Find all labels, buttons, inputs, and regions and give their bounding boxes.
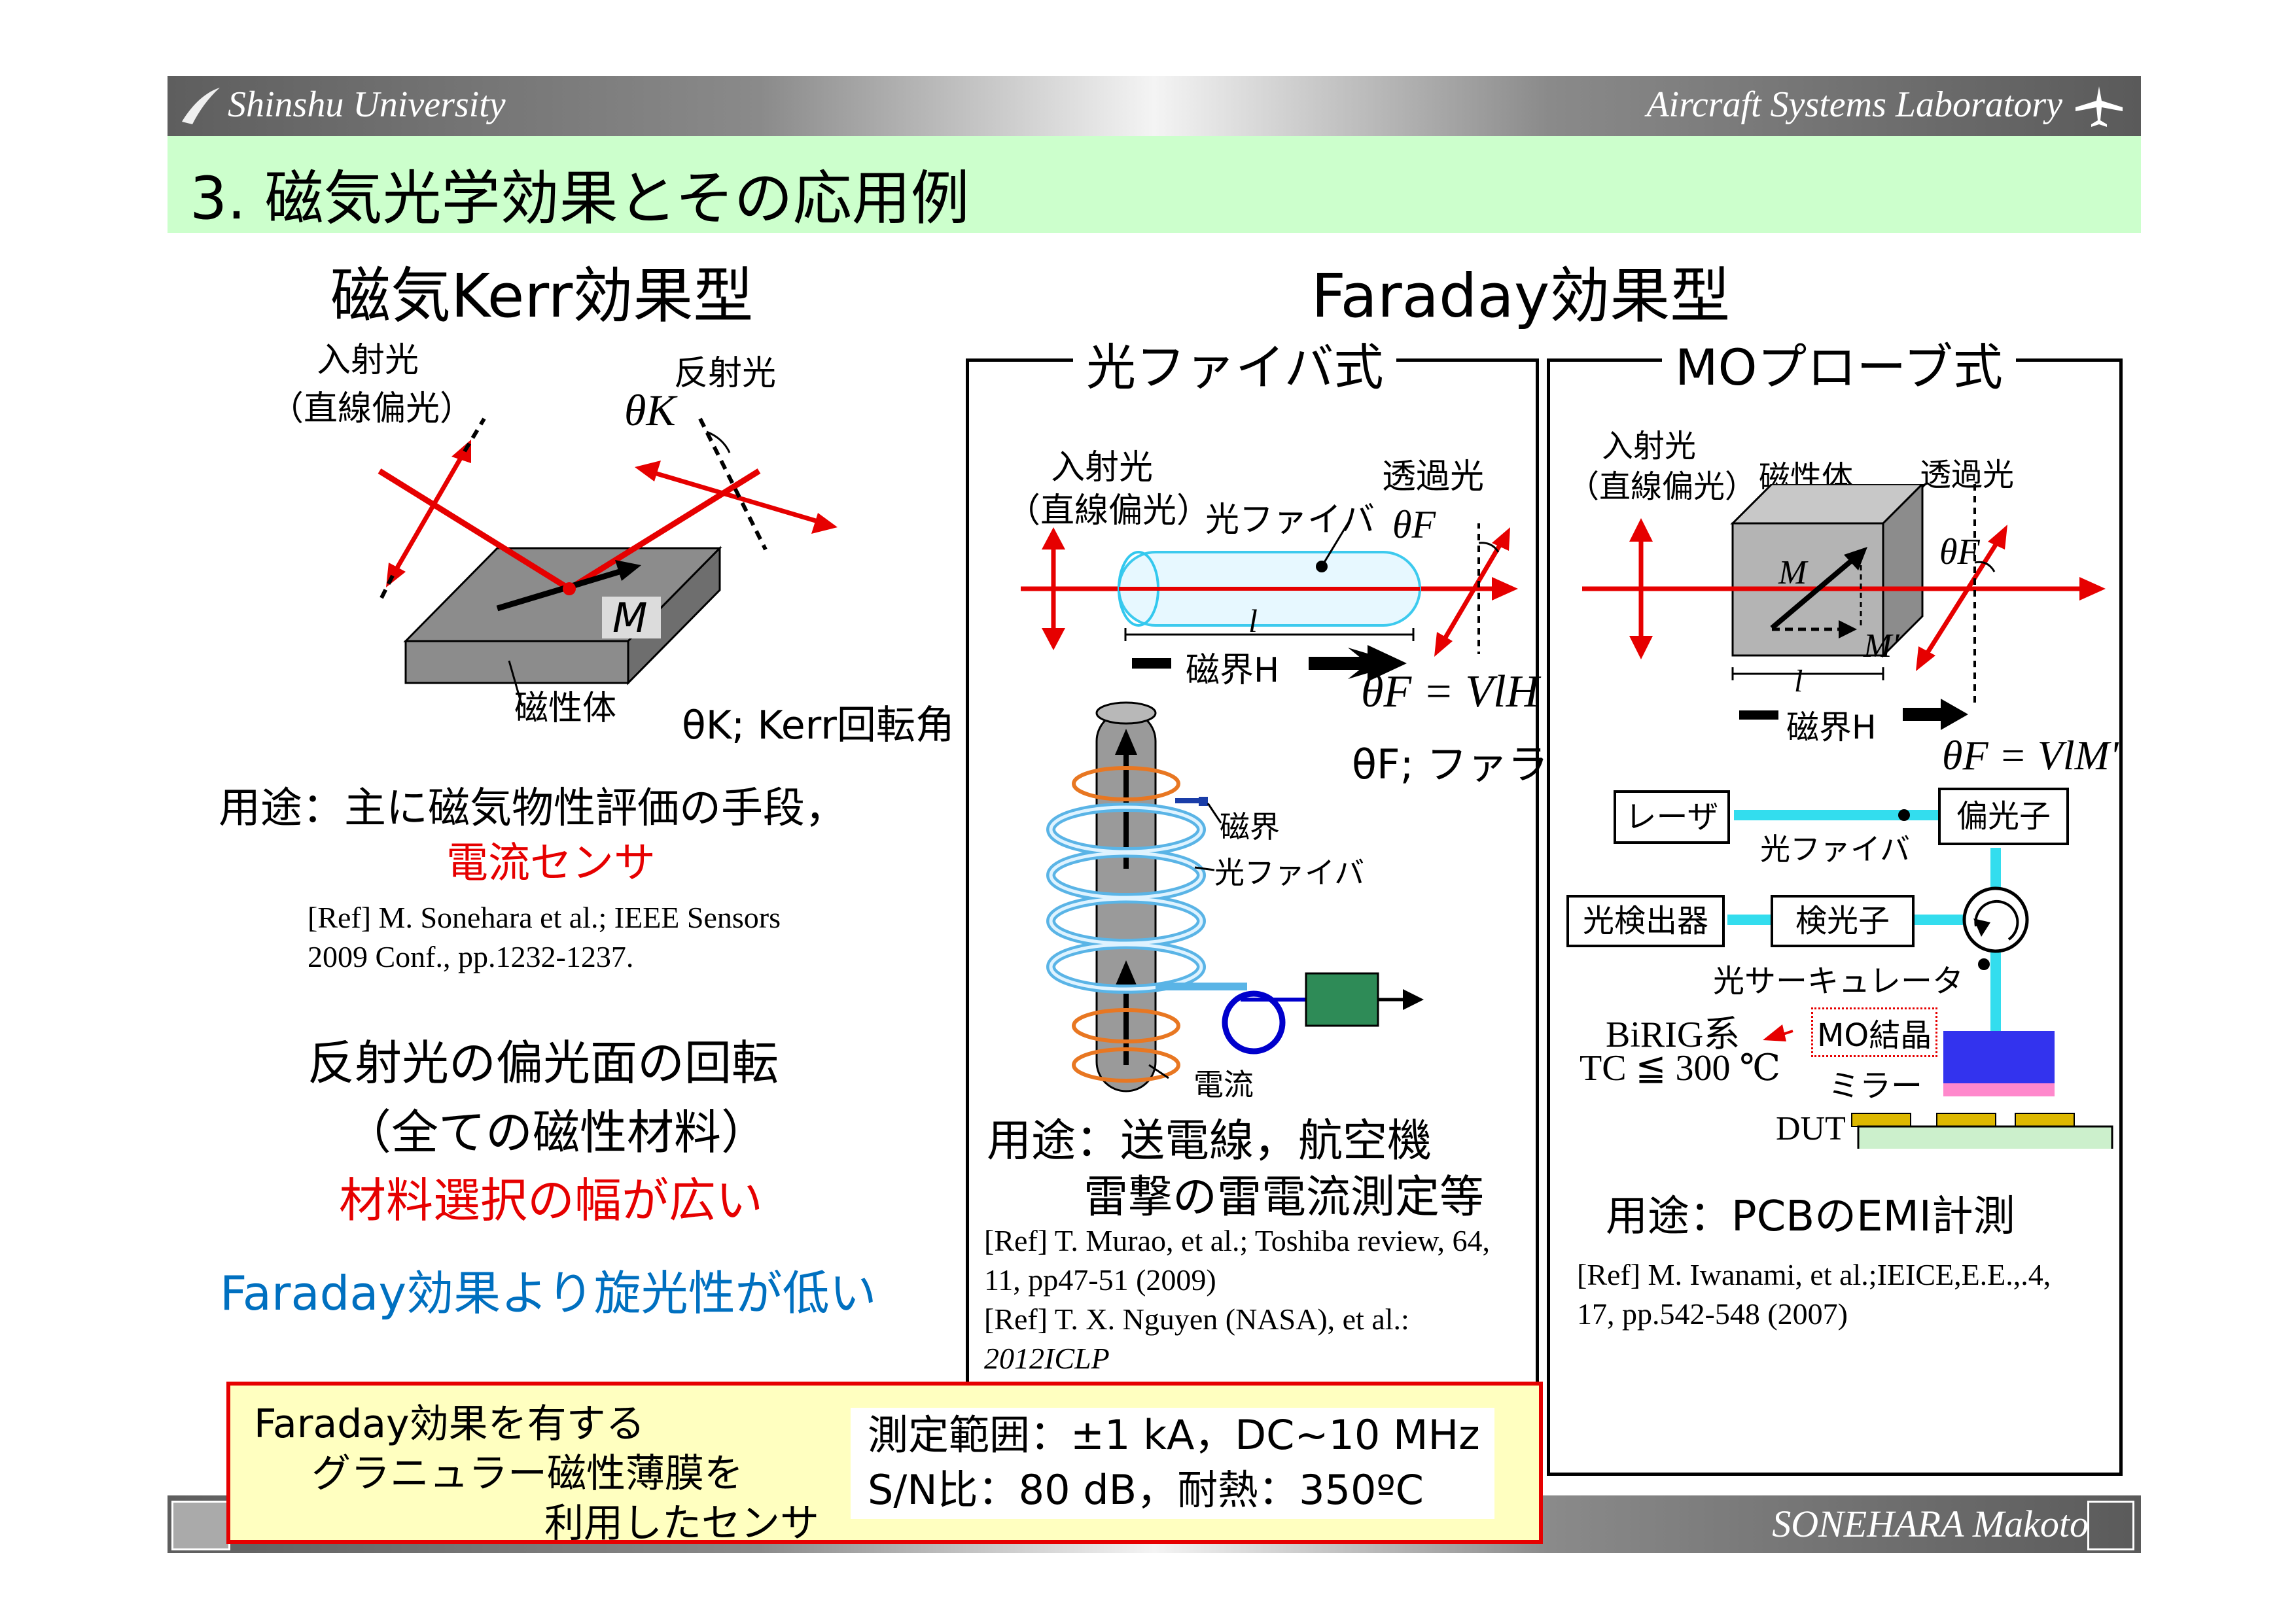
kerr-point-line1: 反射光の偏光面の回転: [308, 1036, 779, 1091]
probe-field-label: 磁界H: [1786, 708, 1877, 746]
fiber-diagram: [1021, 523, 1518, 682]
kerr-reflected-label: 反射光: [674, 354, 777, 393]
circulator-label: 光サーキュレータ: [1713, 963, 1964, 1000]
probe-diagram: [1582, 484, 2106, 730]
fiber-usage-line1: 用途：送電線，航空機: [987, 1115, 1432, 1167]
highlight-line3: 利用したセンサ: [544, 1501, 819, 1546]
university-name: Shinshu University: [228, 84, 506, 125]
header-bar: Shinshu University Aircraft Systems Labo…: [168, 76, 2141, 136]
kerr-point-line2: （全ての磁性材料）: [344, 1105, 769, 1160]
probe-incident-sub: （直線偏光）: [1568, 468, 1757, 505]
fiber-length-label: l: [1248, 602, 1258, 639]
probe-theta-label: θF: [1939, 532, 1980, 572]
kerr-ref-line2: 2009 Conf., pp.1232-1237.: [308, 940, 634, 973]
probe-incident-label: 入射光: [1602, 428, 1697, 464]
probe-usage: 用途：PCBのEMI計測: [1606, 1193, 2015, 1241]
kerr-rotation-caption: θK; Kerr回転角: [682, 703, 955, 748]
fiber-fiber-label: 光ファイバ: [1205, 500, 1375, 540]
fiber-ref-line1: [Ref] T. Murao, et al.; Toshiba review, …: [984, 1224, 1491, 1257]
mirror-label: ミラー: [1828, 1068, 1923, 1104]
probe-legend: MOプローブ式: [1662, 327, 2016, 399]
fiber-field-label: 磁界H: [1186, 651, 1280, 690]
coil-current-label: 電流: [1193, 1067, 1254, 1102]
spec-line1: 測定範囲：±1 kA，DC~10 MHz: [868, 1411, 1480, 1459]
kerr-usage-line1: 用途：主に磁気物性評価の手段，: [219, 784, 847, 833]
kerr-point-line4: Faraday効果より旋光性が低い: [220, 1266, 877, 1321]
kerr-usage-line2: 電流センサ: [446, 839, 656, 888]
author-name: SONEHARA Makoto: [1772, 1503, 2089, 1545]
fiber-incident-label: 入射光: [1051, 448, 1154, 487]
page-title: 3. 磁気光学効果とその応用例: [190, 164, 970, 233]
kerr-heading: 磁気Kerr効果型: [330, 261, 754, 331]
kerr-diagram: M: [378, 417, 838, 707]
fiber-ref-line2: 11, pp47-51 (2009): [984, 1263, 1216, 1297]
title-bar: 3. 磁気光学効果とその応用例: [168, 136, 2141, 233]
dut-label: DUT: [1776, 1110, 1846, 1147]
highlight-line1: Faraday効果を有する: [254, 1401, 645, 1447]
spec-box: 測定範囲：±1 kA，DC~10 MHz S/N比：80 dB，耐熱：350ºC: [851, 1408, 1494, 1519]
laser-box: レーザ: [1614, 790, 1730, 844]
laboratory-name: Aircraft Systems Laboratory: [1646, 84, 2062, 125]
probe-equation: θF = VlM': [1942, 732, 2119, 778]
probe-m2-label: M′: [1863, 627, 1899, 665]
author-seal: [2087, 1501, 2134, 1550]
faraday-heading: Faraday効果型: [1311, 261, 1731, 331]
detector-box: 光検出器: [1566, 895, 1725, 947]
footer-logo: [171, 1501, 230, 1550]
probe-system-diagram: [1727, 809, 2113, 1149]
highlight-line2: グラニュラー磁性薄膜を: [311, 1451, 743, 1497]
fiber-ref-line4: 2012ICLP: [984, 1342, 1110, 1375]
coil-diagram: [1046, 701, 1424, 1092]
probe-ref-line1: [Ref] M. Iwanami, et al.;IEICE,E.E.,.4,: [1577, 1258, 2051, 1291]
fiber-incident-sub: （直線偏光）: [1006, 491, 1211, 531]
polarizer-box: 偏光子: [1938, 788, 2069, 845]
kerr-slab-front: [404, 640, 629, 684]
kerr-point-line3: 材料選択の幅が広い: [339, 1173, 764, 1228]
spec-line2: S/N比：80 dB，耐熱：350ºC: [868, 1466, 1424, 1514]
kerr-ref-line1: [Ref] M. Sonehara et al.; IEEE Sensors: [308, 901, 781, 934]
tc-label: TC ≦ 300 ℃: [1580, 1048, 1781, 1089]
fiber-equation: θF = VlH: [1361, 667, 1540, 717]
kerr-m-label: M: [612, 594, 648, 642]
probe-ref-line2: 17, pp.542-548 (2007): [1577, 1297, 1848, 1331]
fiber-transmitted-label: 透過光: [1382, 457, 1485, 497]
fiber-theta-label: θF: [1392, 503, 1436, 546]
kerr-theta-label: θK: [624, 385, 676, 435]
analyzer-box: 検光子: [1771, 895, 1915, 947]
probe-transmitted-label: 透過光: [1920, 457, 2015, 493]
fiber-ref-line3: [Ref] T. X. Nguyen (NASA), et al.:: [984, 1302, 1409, 1336]
fiber-usage-line2: 雷撃の雷電流測定等: [1084, 1172, 1485, 1223]
kerr-body-label: 磁性体: [514, 689, 617, 728]
kerr-incident-sub: （直線偏光）: [270, 389, 474, 428]
fiber-legend: 光ファイバ式: [1073, 327, 1397, 399]
university-logo-icon: [182, 88, 220, 124]
kerr-incident-label: 入射光: [317, 341, 419, 380]
birig-label: BiRIG系: [1606, 1015, 1740, 1055]
probe-m-label: M: [1778, 554, 1807, 591]
fiber-panel: [966, 358, 1539, 1386]
coil-fiber-label: 光ファイバ: [1214, 855, 1365, 890]
probe-length-label: l: [1794, 664, 1803, 699]
airplane-icon: [2075, 86, 2123, 127]
crystal-label: MO結晶: [1811, 1007, 1938, 1057]
probe-fiber-label: 光ファイバ: [1760, 831, 1911, 867]
kerr-slab-side: [627, 546, 721, 686]
coil-field-label: 磁界: [1220, 809, 1280, 845]
